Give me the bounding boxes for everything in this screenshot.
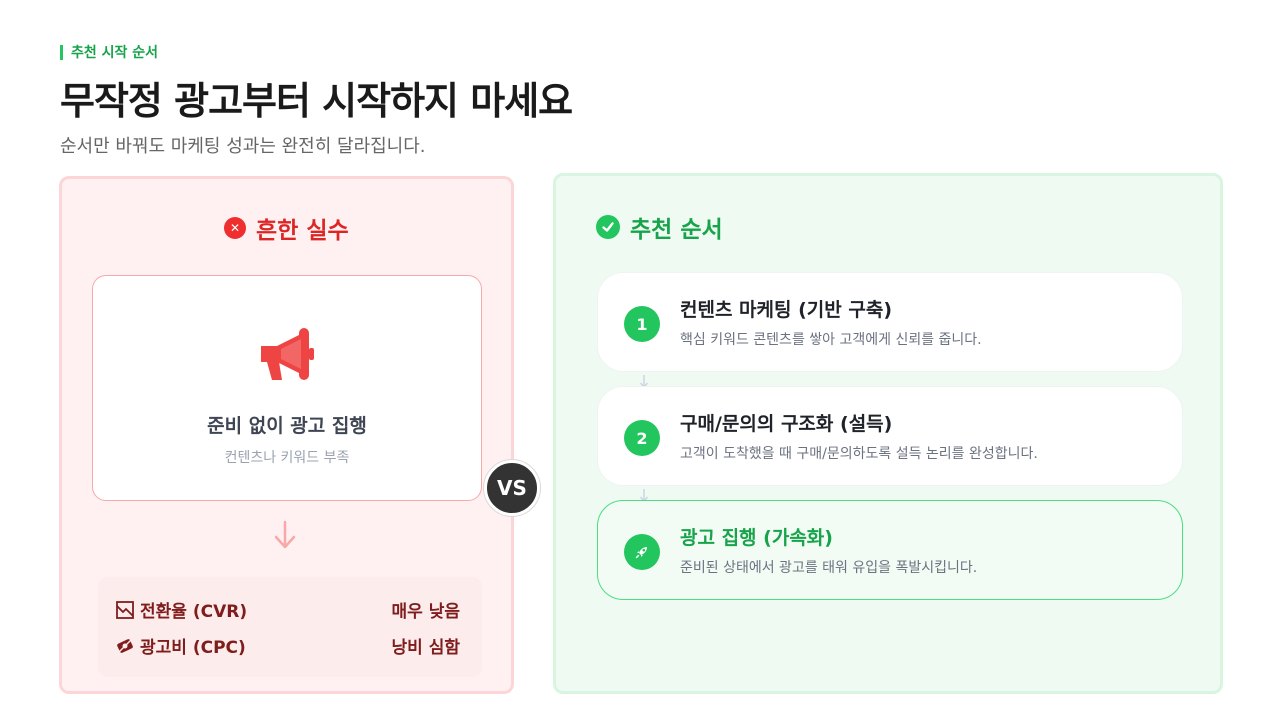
step-desc-2: 고객이 도착했을 때 구매/문의하도록 설득 논리를 완성합니다. [680,446,1038,462]
recommended-heading: 추천 순서 [596,210,723,244]
mistake-heading: ✕ 흔한 실수 [224,211,349,245]
metric-label-text: 광고비 (CPC) [140,638,246,658]
step-card-3: 광고 집행 (가속화) 준비된 상태에서 광고를 태워 유입을 폭발시킵니다. [597,500,1183,600]
metric-label-cvr: 전환율 (CVR) [116,597,247,622]
mistake-card-desc: 컨텐츠나 키워드 부족 [224,450,350,466]
arrow-down-icon [274,520,296,549]
x-circle-icon: ✕ [224,217,246,239]
recommended-heading-label: 추천 순서 [630,217,723,243]
metric-value-cvr: 매우 낮음 [391,602,460,622]
mistake-metrics: 전환율 (CVR) 매우 낮음 광고비 (CPC) 낭비 심함 [98,577,482,677]
mistake-heading-label: 흔한 실수 [256,218,349,244]
step-title-1: 컨텐츠 마케팅 (기반 구축) [680,299,893,321]
step-title-3: 광고 집행 (가속화) [680,527,833,549]
check-circle-icon [596,215,620,239]
metric-value-cpc: 낭비 심함 [391,638,460,658]
common-mistake-panel: ✕ 흔한 실수 준비 없이 광고 집행 컨텐츠나 키워드 부족 전환율 (CVR… [59,176,514,694]
chart-down-icon [116,600,134,619]
step-desc-3: 준비된 상태에서 광고를 태워 유입을 폭발시킵니다. [680,560,978,576]
step-number-1: 1 [624,306,660,342]
eyebrow-label: 추천 시작 순서 [71,45,159,61]
money-icon [117,638,133,653]
metric-row-cpc: 광고비 (CPC) 낭비 심함 [116,633,460,658]
eyebrow-accent-bar [60,44,63,60]
rocket-icon [624,534,660,570]
metric-label-cpc: 광고비 (CPC) [116,633,246,658]
step-desc-1: 핵심 키워드 콘텐츠를 쌓아 고객에게 신뢰를 줍니다. [680,332,982,348]
page-title: 무작정 광고부터 시작하지 마세요 [60,79,573,123]
step-title-2: 구매/문의의 구조화 (설득) [680,413,893,435]
section-eyebrow: 추천 시작 순서 [60,42,158,62]
metric-label-text: 전환율 (CVR) [140,602,248,622]
mistake-card: 준비 없이 광고 집행 컨텐츠나 키워드 부족 [92,275,482,501]
megaphone-icon [261,328,314,380]
step-card-2: 2 구매/문의의 구조화 (설득) 고객이 도착했을 때 구매/문의하도록 설득… [597,386,1183,486]
vs-badge: VS [484,460,540,516]
mistake-card-title: 준비 없이 광고 집행 [207,415,367,437]
recommended-order-panel: 추천 순서 1 컨텐츠 마케팅 (기반 구축) 핵심 키워드 콘텐츠를 쌓아 고… [553,173,1223,694]
page-subtitle: 순서만 바꿔도 마케팅 성과는 완전히 달라집니다. [60,136,426,157]
metric-row-cvr: 전환율 (CVR) 매우 낮음 [116,597,460,622]
step-number-2: 2 [624,420,660,456]
step-card-1: 1 컨텐츠 마케팅 (기반 구축) 핵심 키워드 콘텐츠를 쌓아 고객에게 신뢰… [597,272,1183,372]
